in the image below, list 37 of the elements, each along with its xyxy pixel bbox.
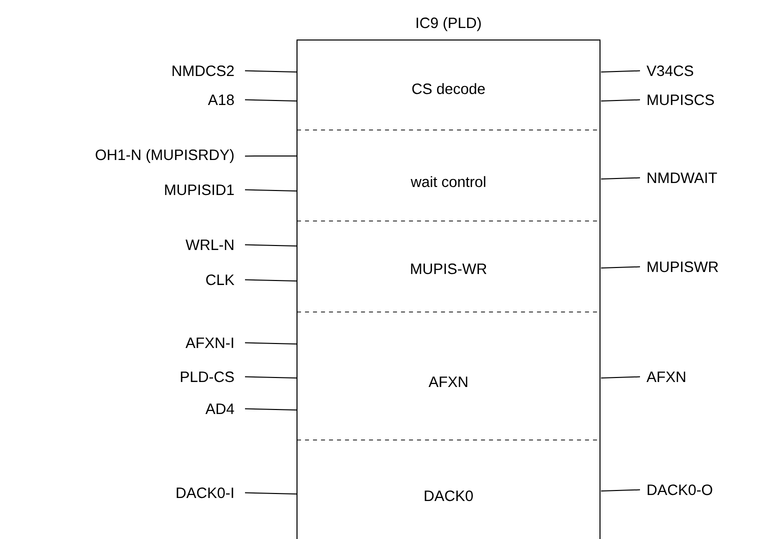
pin-line: [600, 99, 640, 102]
signal-label: NMDWAIT: [648, 172, 717, 183]
pin-line: [244, 99, 298, 102]
pin-line: [244, 279, 298, 282]
pin-line: [600, 376, 640, 378]
signal-label: PLD-CS: [180, 372, 234, 382]
signal-label: NMDCS2: [172, 66, 234, 76]
pin-line: [600, 70, 640, 72]
pin-line: [244, 70, 298, 72]
signal-label: WRL-N: [186, 240, 234, 250]
signal-label: AFXN-I: [186, 338, 234, 348]
block-section: MUPIS-WR: [296, 220, 600, 312]
signal-label: DACK0-O: [648, 484, 712, 496]
signal-label: AFXN: [646, 372, 686, 382]
pin-line: [244, 492, 298, 494]
pin-line: [244, 189, 298, 192]
pin-line: [600, 489, 640, 492]
signal-label: OH1-N (MUPISRDY): [96, 149, 234, 164]
pin-line: [244, 408, 298, 410]
block-section: DACK0: [296, 440, 600, 539]
block-section: wait control: [296, 130, 600, 222]
signal-label: CLK: [206, 274, 234, 286]
signal-label: DACK0-I: [176, 488, 234, 498]
pin-line: [244, 244, 298, 246]
block-section: AFXN: [296, 312, 600, 440]
signal-label: MUPISID1: [165, 184, 234, 196]
pin-line: [244, 156, 298, 157]
pin-line: [600, 266, 640, 268]
pin-line: [244, 376, 298, 378]
signal-label: MUPISCS: [648, 94, 714, 106]
pin-line: [244, 342, 298, 344]
block-section: CS decode: [296, 40, 600, 130]
signal-label: MUPISWR: [648, 262, 718, 272]
signal-label: V34CS: [646, 66, 694, 76]
signal-label: A18: [208, 94, 234, 106]
pin-line: [600, 177, 640, 180]
signal-label: AD4: [205, 404, 234, 414]
